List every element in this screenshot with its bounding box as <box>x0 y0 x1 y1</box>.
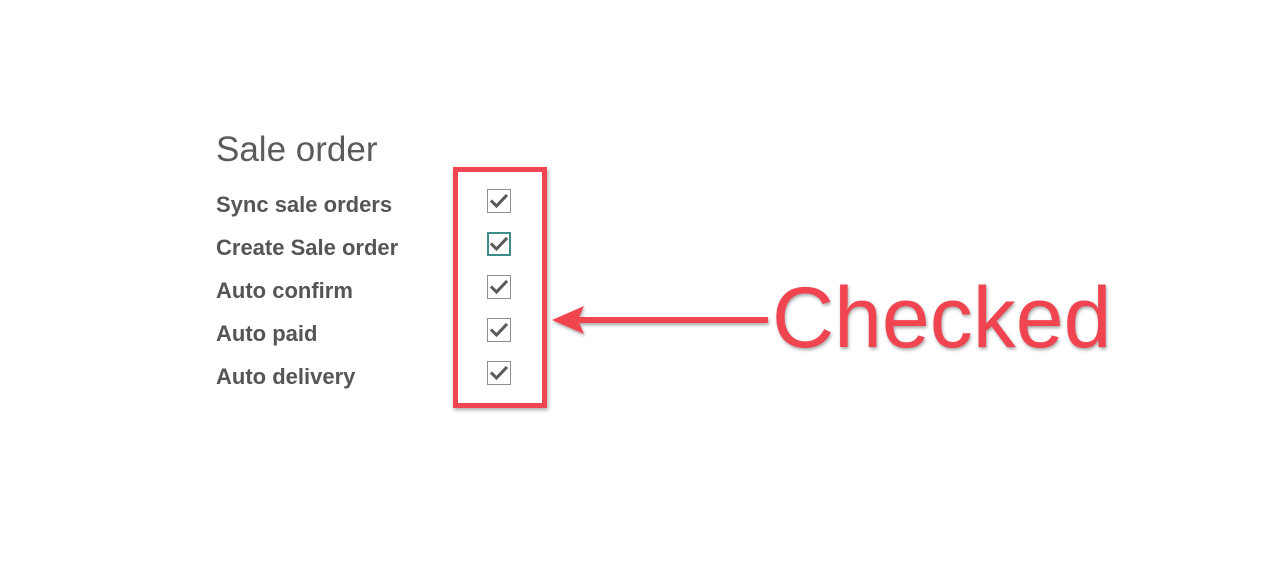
field-row-create-sale-order: Create Sale order <box>216 232 536 262</box>
checkmark-icon <box>490 193 508 209</box>
section-title: Sale order <box>216 130 378 169</box>
annotation-arrow-icon <box>552 306 768 334</box>
checkmark-icon <box>490 322 508 338</box>
field-row-sync-sale-orders: Sync sale orders <box>216 189 536 219</box>
field-row-auto-confirm: Auto confirm <box>216 275 536 305</box>
field-label: Auto confirm <box>216 278 353 303</box>
annotation-callout-text: Checked <box>772 270 1112 366</box>
annotation-highlight-box <box>453 167 547 408</box>
checkmark-icon <box>490 279 508 295</box>
checkmark-icon <box>490 236 508 252</box>
create-sale-order-checkbox[interactable] <box>487 232 511 256</box>
sync-sale-orders-checkbox[interactable] <box>487 189 511 213</box>
field-label: Create Sale order <box>216 235 399 260</box>
auto-confirm-checkbox[interactable] <box>487 275 511 299</box>
checkmark-icon <box>490 365 508 381</box>
field-label: Auto paid <box>216 321 318 346</box>
field-row-auto-paid: Auto paid <box>216 318 536 348</box>
field-row-auto-delivery: Auto delivery <box>216 361 536 391</box>
field-label: Sync sale orders <box>216 192 393 217</box>
auto-paid-checkbox[interactable] <box>487 318 511 342</box>
field-label: Auto delivery <box>216 364 356 389</box>
auto-delivery-checkbox[interactable] <box>487 361 511 385</box>
